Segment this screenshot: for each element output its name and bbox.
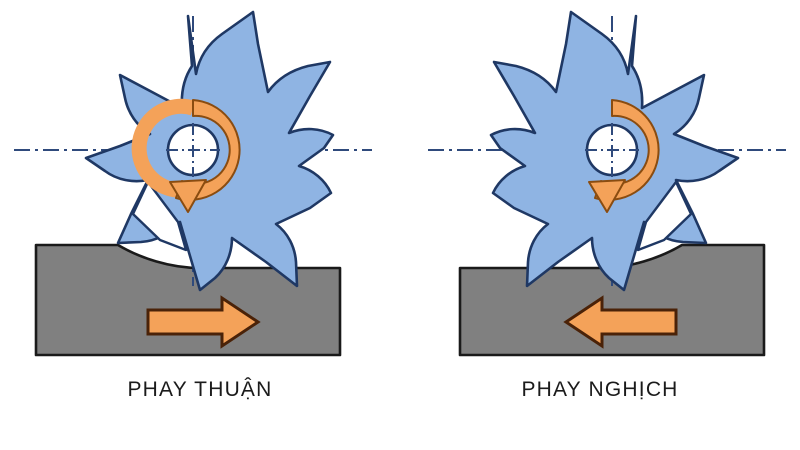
climb-milling-illustration — [14, 10, 372, 357]
feed-arrow-left[interactable] — [146, 295, 261, 349]
cutter-gullet-left — [131, 180, 188, 252]
rotation-arrow-right — [588, 99, 660, 213]
caption-climb-milling: PHAY THUẬN — [127, 378, 273, 401]
cutter-gullet-right — [636, 180, 693, 252]
panel-climb-milling: PHAY THUẬN — [14, 10, 372, 401]
conventional-milling-illustration — [428, 10, 786, 357]
feed-arrow-right[interactable] — [563, 295, 678, 349]
rotation-arrow-left — [131, 98, 241, 213]
workpiece-block-left — [34, 243, 342, 357]
panel-conventional-milling: PHAY NGHỊCH — [400, 0, 800, 450]
caption-conventional-milling: PHAY NGHỊCH — [521, 378, 679, 401]
